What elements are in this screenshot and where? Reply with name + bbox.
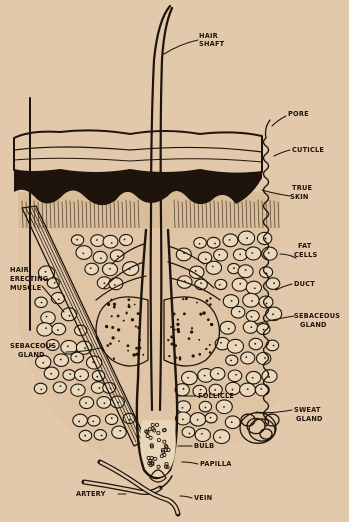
fat-cell bbox=[225, 416, 240, 429]
label-sebaceous-gland-left: SEBACEOUS bbox=[10, 342, 56, 350]
fat-cell bbox=[74, 369, 88, 381]
fat-cell bbox=[34, 383, 47, 394]
fat-cell bbox=[73, 414, 88, 426]
fat-cell bbox=[71, 352, 84, 363]
fat-cell bbox=[220, 321, 235, 334]
fat-cell bbox=[260, 267, 273, 278]
label-sebaceous-gland-right: SEBACEOUS bbox=[294, 312, 340, 320]
label-hair-shaft: SHAFT bbox=[199, 40, 225, 48]
label-sebaceous-gland-left: GLAND bbox=[18, 351, 45, 359]
fat-cell bbox=[120, 234, 133, 245]
fat-cell bbox=[189, 266, 204, 278]
fat-cell bbox=[223, 234, 238, 247]
fat-cell bbox=[123, 262, 139, 276]
fat-cell bbox=[112, 426, 126, 438]
sweat-gland-coil bbox=[260, 429, 272, 439]
fat-cell bbox=[182, 371, 198, 384]
epidermis bbox=[14, 130, 262, 205]
fat-cell bbox=[246, 371, 261, 383]
label-artery: ARTERY bbox=[76, 490, 106, 498]
fat-cell bbox=[109, 278, 123, 290]
fat-cell bbox=[207, 237, 220, 248]
fat-cell bbox=[243, 293, 259, 307]
label-true-skin: TRUE bbox=[292, 184, 313, 192]
label-true-skin: SKIN bbox=[290, 193, 309, 201]
fat-cell bbox=[177, 401, 191, 413]
fat-cell bbox=[231, 306, 245, 318]
label-hair-erecting-muscle: ERECTING bbox=[10, 275, 48, 283]
label-hair-erecting-muscle: HAIR bbox=[10, 266, 29, 274]
fat-cell bbox=[246, 310, 259, 321]
label-hair-shaft: HAIR bbox=[199, 32, 218, 40]
fat-cell bbox=[255, 384, 269, 396]
label-bulb: BULB bbox=[194, 442, 214, 450]
fat-cell bbox=[246, 281, 261, 294]
label-papilla: PAPILLA bbox=[200, 460, 232, 468]
label-sweat-gland: SWEAT bbox=[294, 406, 321, 414]
fat-cell bbox=[76, 246, 92, 260]
label-fat-cells: FAT bbox=[298, 242, 312, 250]
fat-cell bbox=[41, 312, 55, 324]
fat-cell bbox=[241, 352, 255, 364]
fat-cell bbox=[94, 430, 106, 441]
fat-cell bbox=[103, 235, 118, 248]
fat-cell bbox=[53, 382, 66, 393]
fat-cell bbox=[71, 384, 85, 396]
fat-cell bbox=[213, 430, 229, 444]
label-vein: VEIN bbox=[194, 494, 212, 502]
label-duct: DUCT bbox=[294, 280, 315, 288]
fat-cell bbox=[227, 339, 243, 353]
label-hair-erecting-muscle: MUSCLE bbox=[10, 284, 42, 292]
fat-cell bbox=[105, 414, 117, 425]
fat-cell bbox=[228, 370, 242, 382]
fat-cell bbox=[91, 235, 105, 247]
fat-cell bbox=[85, 263, 99, 275]
label-sweat-gland: GLAND bbox=[296, 415, 323, 423]
fat-cell bbox=[63, 370, 75, 381]
fat-cell bbox=[97, 397, 111, 409]
label-follicle: FOLLICLE bbox=[198, 392, 234, 400]
fat-cell bbox=[194, 237, 207, 248]
fat-cell bbox=[214, 249, 228, 261]
label-cuticle: CUTICLE bbox=[292, 146, 324, 154]
fat-cell bbox=[215, 279, 227, 289]
fat-cell bbox=[246, 247, 261, 260]
fat-cell bbox=[238, 265, 253, 278]
fat-cell bbox=[243, 321, 257, 333]
label-sebaceous-gland-right: GLAND bbox=[300, 321, 327, 329]
fat-cell bbox=[52, 323, 66, 335]
fat-cell bbox=[206, 261, 221, 274]
fat-cell bbox=[232, 278, 247, 291]
label-fat-cells: CELLS bbox=[294, 251, 318, 259]
fat-cell bbox=[257, 232, 271, 244]
fat-cell bbox=[182, 427, 195, 438]
fat-cell bbox=[37, 323, 53, 336]
fat-cell bbox=[195, 429, 210, 442]
label-pore: PORE bbox=[288, 110, 309, 118]
fat-cell bbox=[93, 251, 107, 263]
